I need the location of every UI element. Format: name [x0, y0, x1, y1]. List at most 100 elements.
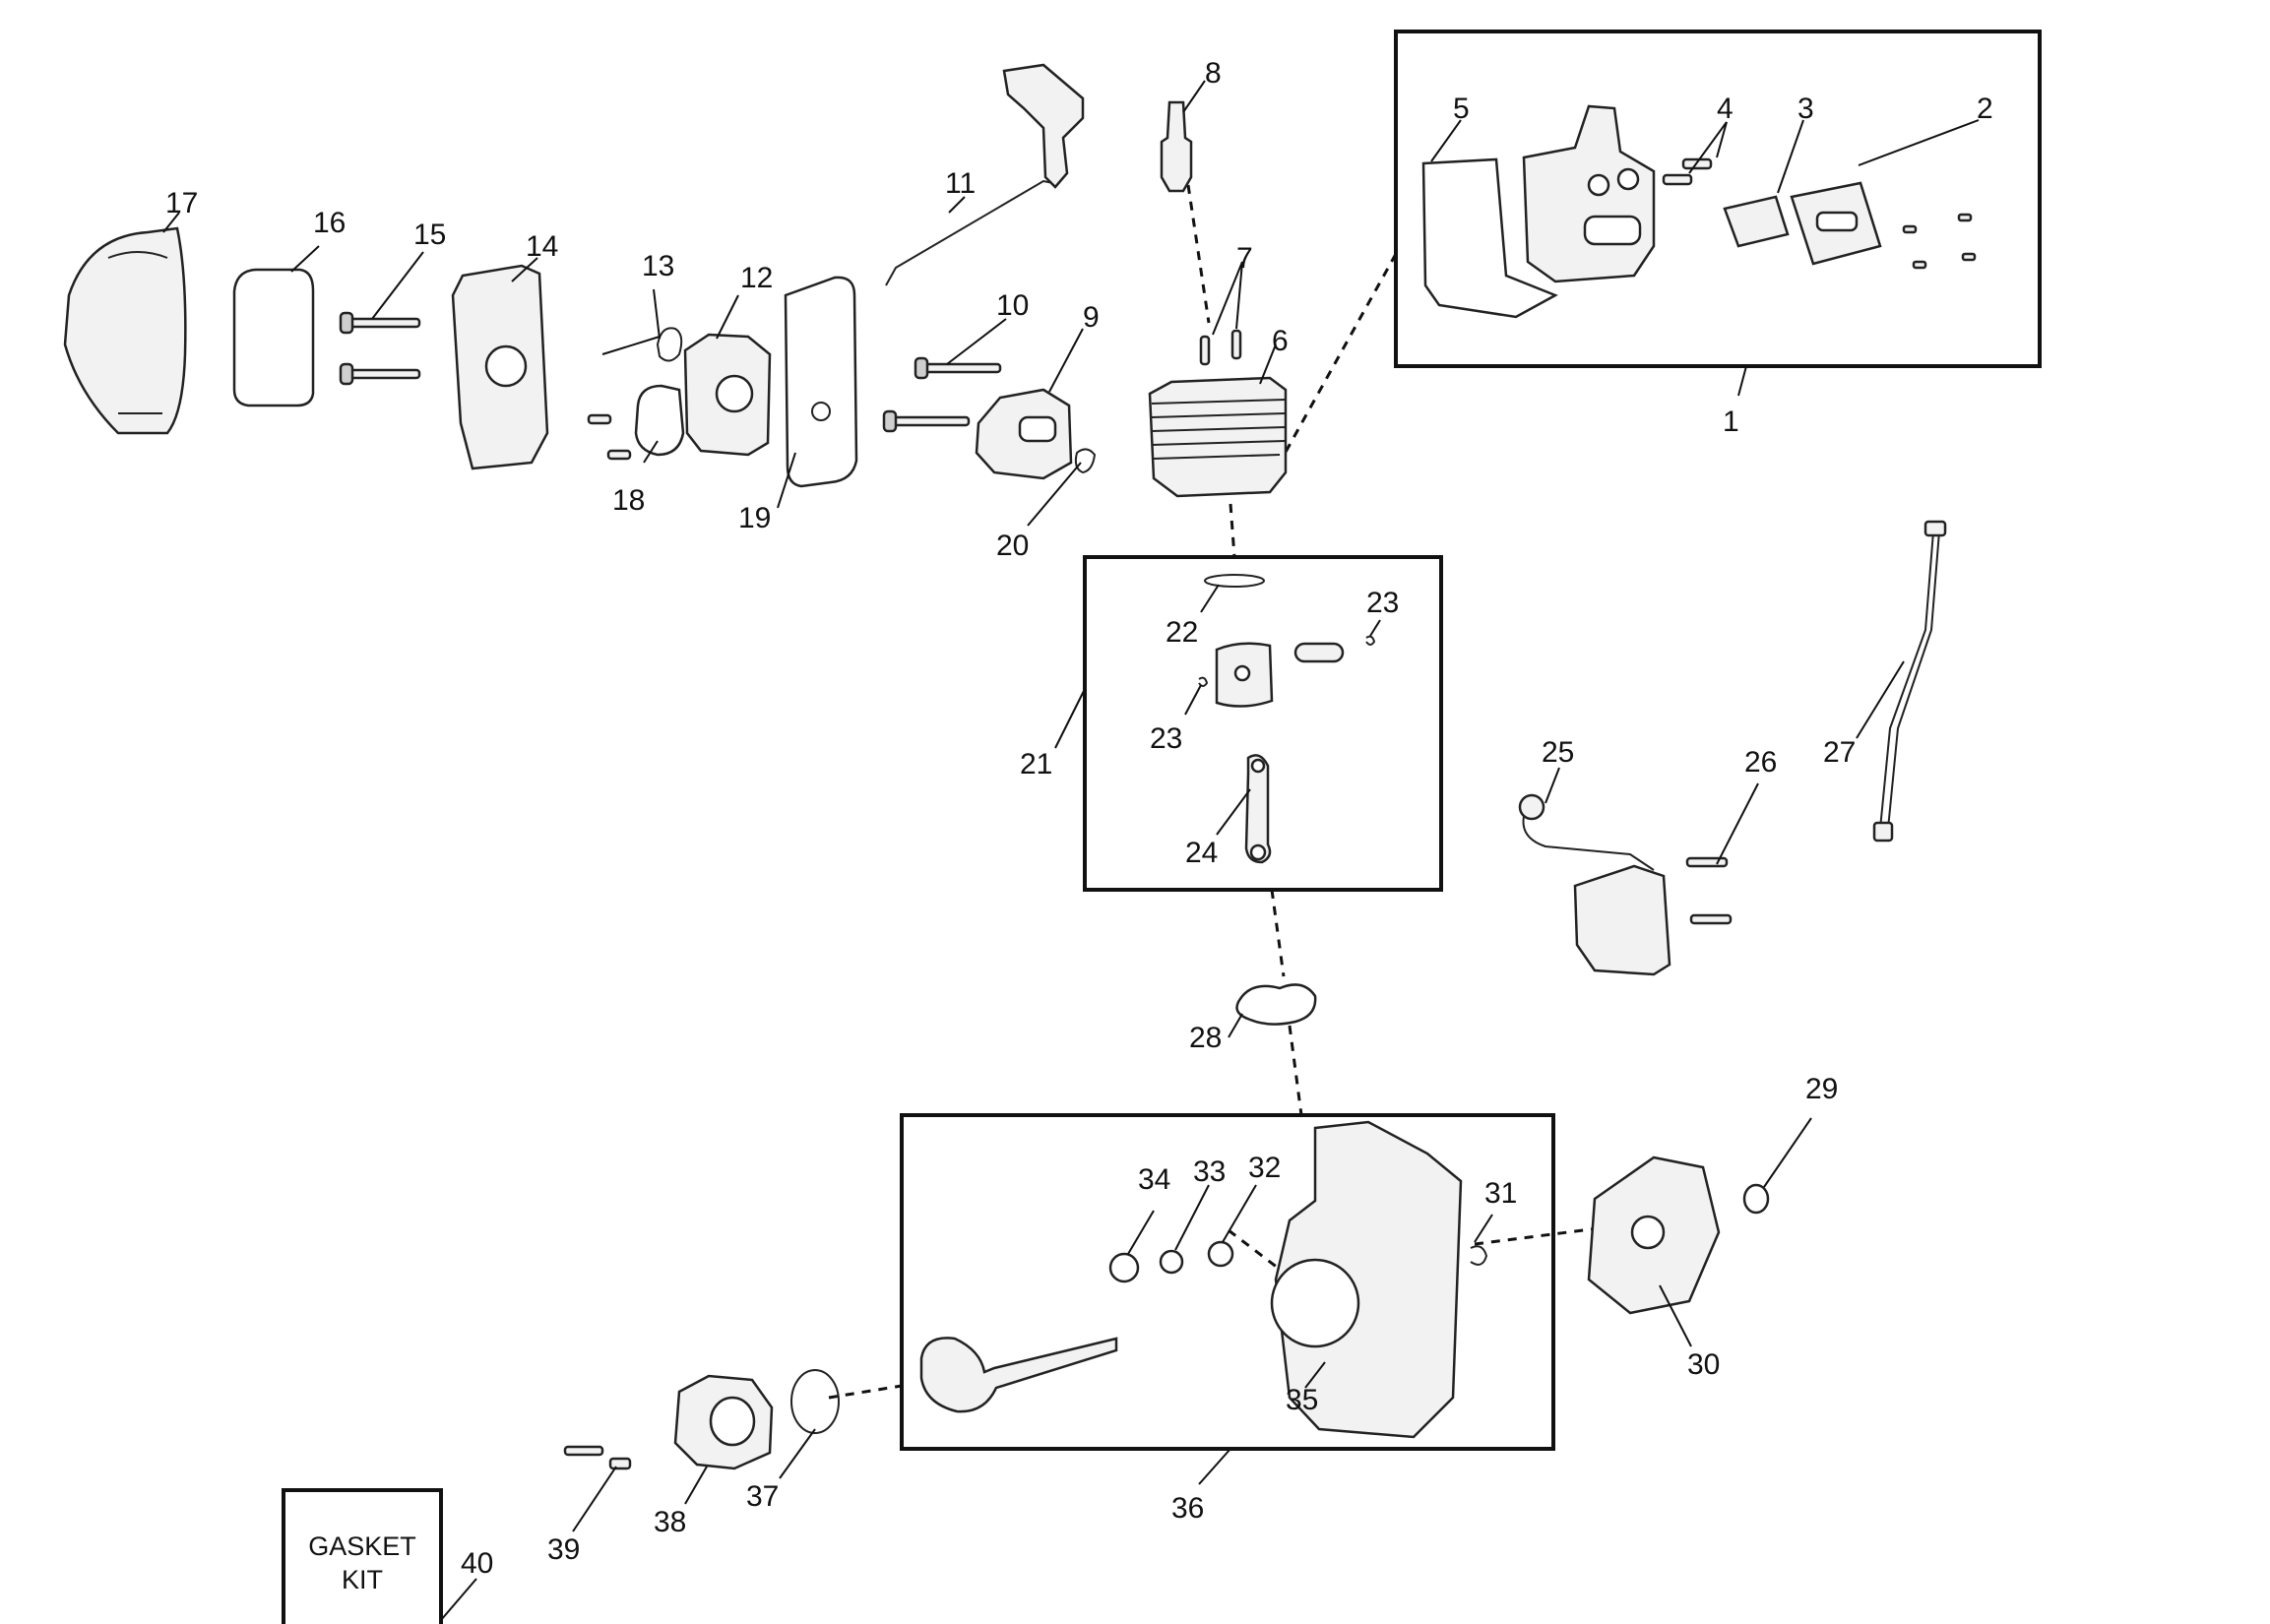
leader-18: [643, 440, 659, 464]
carburetor-gasket: [656, 327, 683, 362]
muffler-alignment-line: [1278, 253, 1398, 464]
callout-18: 18: [612, 484, 645, 517]
intake-manifold-port: [1018, 415, 1057, 443]
air-filter-cover-detail: [107, 251, 168, 414]
cylinder: [1148, 376, 1288, 498]
callout-38: 38: [654, 1506, 686, 1538]
cylinder-screw-left: [1199, 335, 1211, 366]
muffler-small-screw-b: [1957, 213, 1973, 222]
spark-arrestor-screen: [1723, 195, 1790, 248]
cover-screw-lower: [608, 1457, 632, 1470]
leader-25: [1545, 767, 1560, 804]
cylinder-piston-alignment-line: [1229, 503, 1236, 558]
piston-pin: [1293, 642, 1345, 663]
crankshaft-alignment-line: [828, 1384, 903, 1400]
leader-37: [779, 1428, 816, 1479]
leader-6: [1259, 344, 1277, 385]
crankcase-o-ring: [790, 1369, 840, 1434]
callout-12: 12: [740, 262, 773, 294]
air-filter: [232, 268, 315, 407]
callout-23a: 23: [1366, 587, 1399, 619]
ignition-coil: [1573, 864, 1671, 976]
bearing-34: [1108, 1252, 1140, 1283]
intake-bolt-lower: [888, 415, 971, 427]
callout-19: 19: [738, 502, 771, 534]
callout-8: 8: [1205, 57, 1222, 90]
leader-4b: [1688, 121, 1728, 174]
retaining-clip-31: [1470, 1245, 1488, 1266]
leader-35: [1304, 1361, 1326, 1389]
callout-16: 16: [313, 207, 346, 239]
callout-6: 6: [1272, 325, 1289, 357]
coil-screw-upper: [1685, 856, 1729, 868]
callout-37: 37: [746, 1480, 779, 1513]
intake-bolt-upper: [919, 362, 1002, 374]
muffler-heat-shield: [1421, 157, 1558, 319]
ignition-boot: [1518, 793, 1545, 821]
muffler-outlet: [1583, 215, 1642, 246]
leader-11: [948, 196, 966, 214]
flywheel-hub: [1630, 1215, 1666, 1250]
muffler-small-screw-d: [1961, 252, 1977, 262]
leader-24: [1216, 788, 1251, 836]
leader-5: [1430, 119, 1462, 162]
leader-13a: [601, 336, 661, 355]
callout-14: 14: [526, 230, 558, 263]
muffler-cover-slot: [1815, 211, 1859, 232]
leader-32: [1222, 1184, 1257, 1243]
callout-22: 22: [1166, 616, 1198, 649]
leader-40: [440, 1578, 477, 1621]
leader-36: [1198, 1448, 1231, 1485]
intake-bolt-lower-head: [882, 409, 898, 433]
piston-pin-hole: [1233, 664, 1251, 682]
callout-2: 2: [1977, 93, 1993, 125]
leader-7b: [1235, 261, 1243, 330]
carburetor-port: [715, 374, 754, 413]
callout-11: 11: [945, 167, 976, 200]
muffler-port-right: [1616, 167, 1640, 191]
long-screw-lower-head: [339, 362, 354, 386]
gasket-kit-label-line1: GASKET: [308, 1531, 416, 1561]
spark-plug-alignment-line: [1186, 184, 1211, 324]
crankcase-cylinder-bore: [1270, 1258, 1360, 1348]
callout-23b: 23: [1150, 722, 1182, 755]
crankcase-cover-opening: [709, 1396, 756, 1447]
muffler-port-left: [1587, 173, 1610, 197]
connecting-rod-small-end: [1250, 758, 1266, 774]
crankcase: [1274, 1120, 1463, 1439]
piston-assembly-frame: [1083, 555, 1443, 892]
leader-29: [1763, 1117, 1812, 1188]
wire-harness-connector-top: [1923, 520, 1947, 537]
callout-21: 21: [1020, 748, 1052, 781]
leader-30: [1659, 1284, 1692, 1347]
callout-33: 33: [1193, 1156, 1226, 1188]
primer-screw-lower: [606, 449, 632, 461]
leader-2: [1858, 119, 1980, 166]
callout-34: 34: [1138, 1163, 1170, 1196]
callout-28: 28: [1189, 1022, 1222, 1054]
connecting-rod: [1244, 754, 1272, 864]
long-screw-upper-head: [339, 311, 354, 335]
callout-5: 5: [1453, 93, 1470, 125]
connecting-rod-big-end: [1249, 843, 1267, 861]
cylinder-fins: [1151, 399, 1287, 460]
long-screw-lower: [345, 368, 421, 380]
callout-3: 3: [1797, 93, 1814, 125]
leader-10: [946, 318, 1007, 365]
callout-10: 10: [996, 289, 1029, 322]
air-filter-cover: [63, 226, 187, 435]
leader-23b: [1184, 684, 1202, 716]
callout-4: 4: [1717, 93, 1734, 125]
flywheel-alignment-line: [1474, 1224, 1615, 1246]
throttle-lever: [1002, 63, 1085, 189]
leader-34: [1127, 1210, 1155, 1255]
crankcase-gasket: [1235, 983, 1317, 1026]
cover-screw-upper: [563, 1445, 604, 1457]
callout-27: 27: [1823, 736, 1856, 769]
muffler-assembly-frame: [1394, 30, 2042, 368]
leader-39: [572, 1466, 617, 1532]
callout-29: 29: [1805, 1073, 1838, 1105]
cylinder-screw-right: [1230, 329, 1242, 360]
callout-25: 25: [1542, 736, 1574, 769]
throttle-rod: [885, 179, 1054, 286]
